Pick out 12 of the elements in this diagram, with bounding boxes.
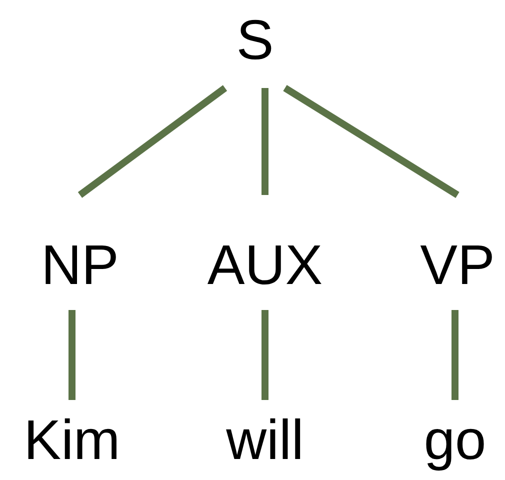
tree-label: AUX: [207, 237, 323, 293]
tree-branch: [68, 310, 76, 400]
tree-label: S: [236, 12, 274, 68]
tree-branch: [262, 310, 268, 400]
tree-label: will: [226, 412, 304, 468]
tree-branch: [452, 310, 458, 400]
tree-label: Kim: [24, 412, 120, 468]
tree-branch: [283, 85, 460, 198]
tree-label: VP: [420, 237, 495, 293]
tree-branch: [262, 88, 268, 195]
tree-label: NP: [41, 237, 119, 293]
tree-branch: [78, 85, 228, 198]
